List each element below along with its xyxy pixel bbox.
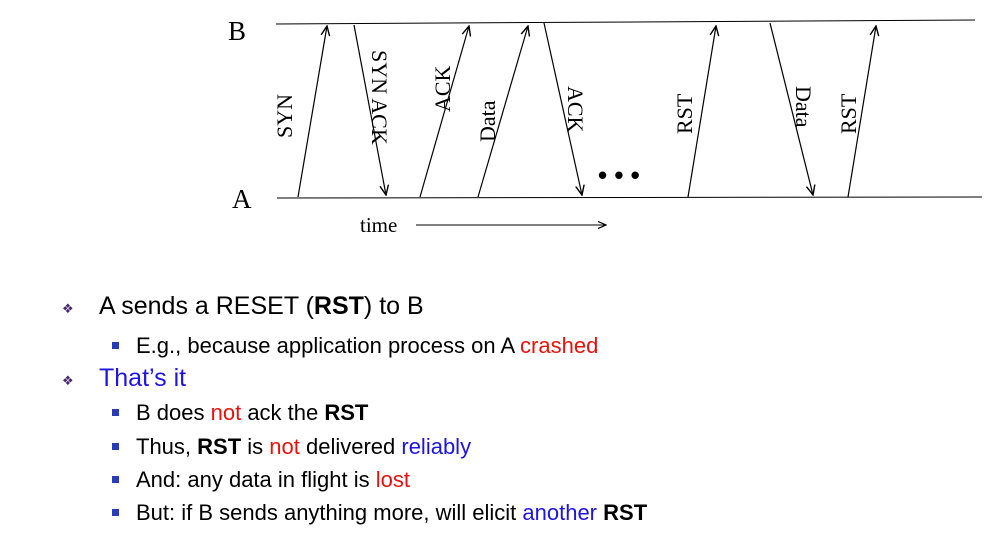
syn-arrow: [297, 26, 327, 198]
rst-arrow-second: [847, 26, 876, 198]
ack-label: ACK: [430, 65, 455, 112]
syn-label: SYN: [272, 94, 297, 138]
data-label-b-to-a: Data: [791, 86, 816, 128]
rst-label-second: RST: [836, 93, 861, 134]
data-label-a-to-b: Data: [475, 100, 500, 142]
tcp-rst-timeline-diagram: B A SYN SYN ACK ACK Data ACK • • • RST D…: [228, 16, 983, 237]
diamond-bullet-icon: ❖: [62, 373, 74, 388]
data-arrow-b-to-a: [769, 22, 813, 195]
data-arrow-a-to-b: [477, 26, 528, 198]
host-a-label: A: [232, 184, 252, 214]
host-a-line: [276, 196, 983, 199]
ellipsis-dots: • • •: [598, 160, 640, 190]
ack-arrow: [419, 26, 469, 198]
square-bullet-icon: [112, 409, 119, 416]
rst-label: RST: [672, 93, 697, 134]
ack-label-b-to-a: ACK: [563, 86, 588, 133]
rst-arrow: [687, 26, 716, 198]
diamond-bullet-icon: ❖: [62, 301, 74, 316]
syn-ack-arrow: [353, 24, 386, 195]
square-bullet-icon: [112, 476, 119, 483]
syn-ack-label: SYN ACK: [367, 50, 392, 145]
time-label: time: [360, 213, 397, 237]
square-bullet-icon: [112, 509, 119, 516]
square-bullet-icon: [112, 342, 119, 349]
ack-arrow-b-to-a: [543, 22, 582, 195]
square-bullet-icon: [112, 443, 119, 450]
host-b-line: [275, 19, 976, 25]
host-b-label: B: [228, 16, 246, 46]
